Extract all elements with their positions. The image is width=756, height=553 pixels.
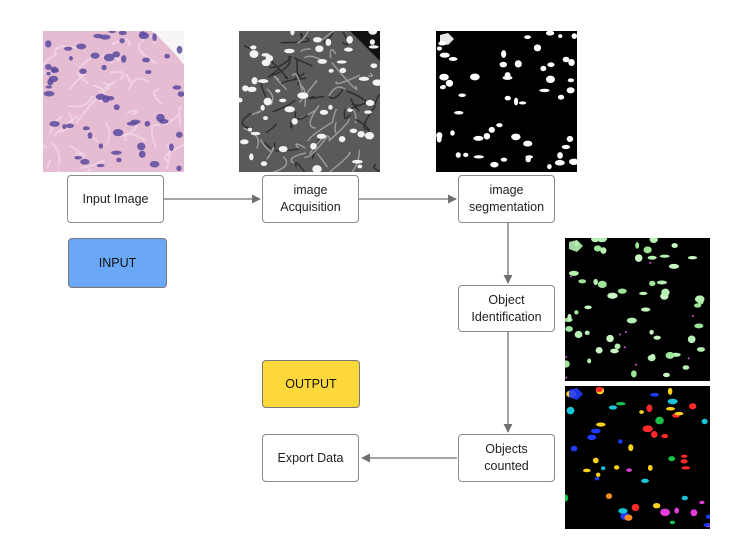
input-tag-label: INPUT [98, 256, 137, 270]
input-image-label: Input Image [82, 191, 149, 206]
export-data-label: Export Data [277, 450, 344, 465]
object-identification-label-line2: Identification [471, 309, 542, 324]
export-data-box: Export Data [262, 434, 359, 482]
object-identification-box: Object Identification [458, 285, 555, 332]
input-tag: INPUT [68, 238, 167, 288]
binary-segmentation-mask [436, 31, 577, 172]
object-identification-label-line1: Object [488, 292, 525, 307]
image-segmentation-label-line1: image [489, 183, 524, 197]
objects-counted-label-line2: counted [484, 459, 529, 473]
image-segmentation-label-line2: segmentation [468, 200, 545, 214]
image-acquisition-label-line1: image [293, 183, 328, 197]
input-image-box: Input Image [67, 175, 164, 223]
grayscale-tissue-image [239, 31, 380, 172]
image-acquisition-label-line2: Acquisition [280, 200, 341, 214]
output-tag: OUTPUT [262, 360, 360, 408]
objects-counted-label-line1: Objects [485, 442, 528, 456]
objects-counted-box: Objects counted [458, 434, 555, 482]
image-acquisition-box: image Acquisition [262, 175, 359, 223]
counted-objects-colored-image [565, 386, 710, 529]
he-stained-tissue-image [43, 31, 184, 172]
output-tag-label: OUTPUT [285, 377, 337, 391]
identified-objects-image [565, 238, 710, 381]
image-segmentation-box: image segmentation [458, 175, 555, 223]
